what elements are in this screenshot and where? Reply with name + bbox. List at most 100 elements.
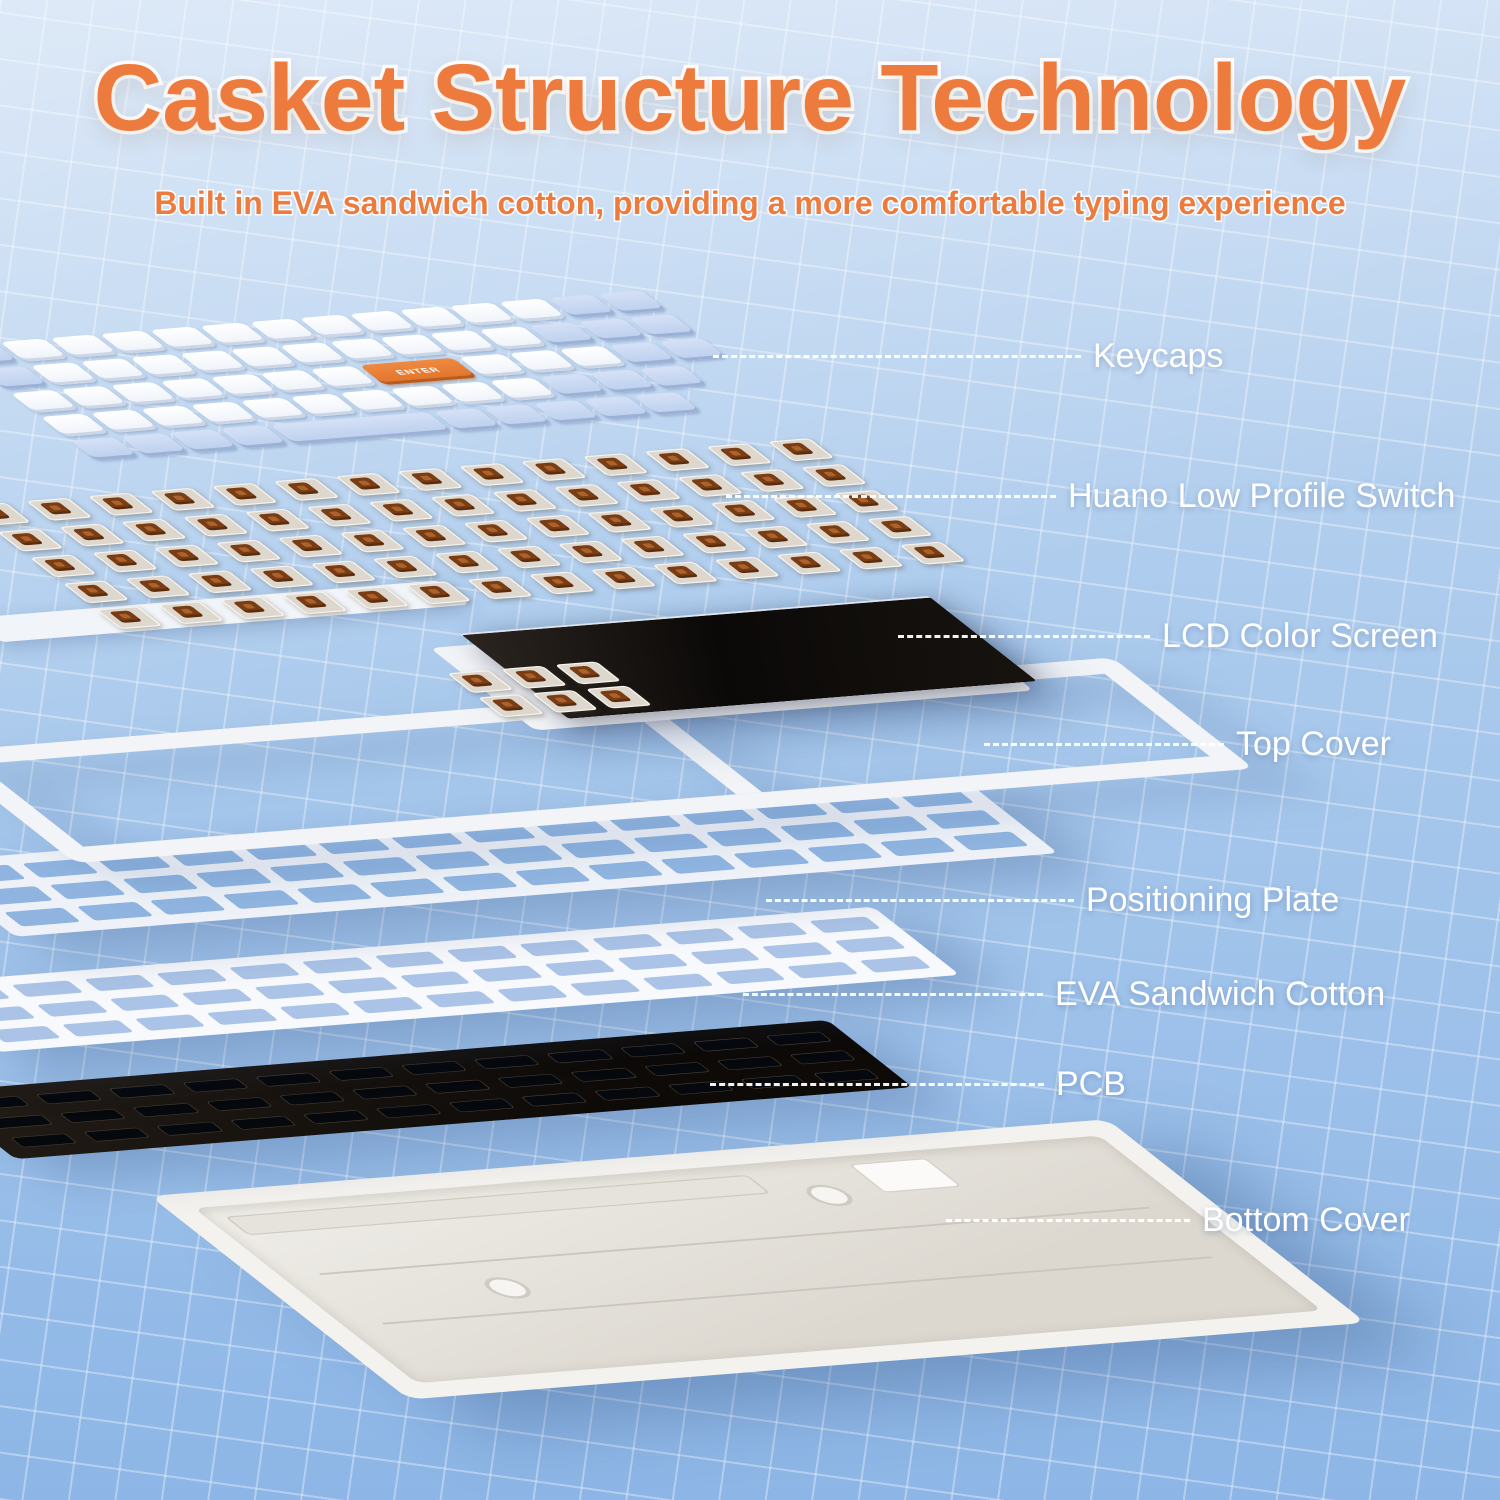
eva-hole	[108, 994, 181, 1012]
plate-hole	[122, 874, 200, 894]
mechanical-switch	[742, 525, 810, 549]
mechanical-switch	[713, 556, 781, 580]
mechanical-switch	[91, 549, 159, 573]
plate-hole	[195, 868, 273, 888]
pcb-hole	[692, 1037, 760, 1052]
plate-hole	[778, 821, 856, 841]
eva-hole	[373, 951, 446, 968]
mechanical-switch	[248, 565, 316, 589]
mechanical-switch	[153, 544, 221, 568]
eva-hole	[834, 936, 907, 953]
pcb-hole	[447, 1098, 516, 1113]
plate-hole	[368, 878, 446, 898]
eva-hole	[351, 996, 424, 1014]
callout-bottom-cover-label: Bottom Cover	[1202, 1200, 1410, 1239]
leader-line	[946, 1218, 1190, 1222]
eva-hole	[0, 1025, 61, 1043]
mechanical-switch	[157, 601, 225, 625]
plate-hole	[486, 845, 565, 865]
mechanical-switch	[491, 488, 559, 512]
plate-hole	[3, 907, 81, 927]
pcb-hole	[546, 1049, 614, 1064]
mechanical-switch	[433, 550, 501, 574]
eva-hole	[156, 968, 229, 986]
pcb-hole	[764, 1031, 833, 1046]
callout-keycaps-label: Keycaps	[1093, 336, 1224, 375]
eva-hole	[689, 947, 762, 965]
callout-eva: EVA Sandwich Cotton	[743, 972, 1385, 1016]
plate-hole	[149, 895, 227, 915]
eva-hole	[569, 979, 642, 996]
pcb-hole	[473, 1054, 541, 1070]
mechanical-switch	[524, 514, 592, 538]
plate-hole	[587, 860, 665, 880]
mechanical-switch	[446, 669, 514, 694]
mechanical-switch	[429, 493, 497, 517]
mechanical-switch	[531, 689, 599, 713]
eva-hole	[736, 922, 809, 939]
eva-hole	[0, 986, 11, 1003]
eva-hole	[496, 985, 569, 1002]
pcb-hole	[351, 1085, 419, 1100]
mechanical-switch	[837, 546, 905, 570]
mechanical-switch	[582, 453, 650, 477]
pcb-hole	[205, 1097, 273, 1112]
eva-hole	[253, 982, 326, 1000]
pcb-hole	[496, 1073, 565, 1088]
top-cover-divider	[631, 709, 763, 795]
mechanical-switch	[396, 467, 464, 492]
mechanical-switch	[25, 497, 93, 521]
leader-line	[743, 992, 1043, 996]
mechanical-switch	[804, 520, 872, 544]
mechanical-switch	[215, 539, 283, 563]
mechanical-switch	[120, 518, 188, 542]
plate-hole	[49, 880, 127, 900]
eva-hole	[61, 1020, 134, 1037]
mechanical-switch	[149, 487, 217, 511]
eva-hole	[518, 939, 591, 957]
eva-hole	[859, 956, 932, 973]
callout-positioning-plate: Positioning Plate	[766, 878, 1339, 922]
bottom-cover-layer	[150, 1119, 1367, 1400]
pcb-hole	[35, 1090, 104, 1105]
plate-hole	[514, 866, 592, 886]
leader-line	[713, 354, 1081, 358]
plate-hole	[805, 843, 884, 863]
eva-hole	[326, 976, 399, 994]
eva-hole	[616, 953, 689, 971]
leader-line	[726, 494, 1056, 498]
callout-pcb-label: PCB	[1056, 1064, 1126, 1103]
pcb-hole	[593, 1086, 662, 1101]
eva-hole	[83, 974, 156, 992]
eva-hole	[446, 945, 519, 963]
pcb-hole	[424, 1079, 492, 1094]
mechanical-switch	[87, 492, 155, 516]
plate-hole	[851, 815, 929, 835]
pcb-hole	[642, 1061, 711, 1077]
mechanical-switch	[404, 581, 472, 605]
page-subtitle: Built in EVA sandwich cotton, providing …	[153, 184, 1347, 223]
switch-layer	[0, 438, 974, 630]
mechanical-switch	[466, 576, 534, 600]
pcb-hole	[108, 1084, 177, 1099]
mechanical-switch	[211, 482, 279, 506]
mechanical-switch	[0, 528, 64, 552]
mechanical-switch	[62, 580, 130, 604]
eva-hole	[663, 928, 736, 945]
plate-hole	[924, 810, 1002, 830]
mechanical-switch	[219, 596, 287, 620]
mechanical-switch	[371, 555, 439, 579]
switch-grid	[0, 438, 974, 630]
plate-hole	[632, 833, 710, 853]
leader-line	[898, 634, 1150, 638]
callout-positioning-plate-label: Positioning Plate	[1086, 880, 1340, 919]
mechanical-switch	[528, 571, 596, 595]
pcb-hole	[374, 1104, 443, 1119]
mechanical-switch	[866, 515, 934, 539]
plate-hole	[268, 862, 346, 882]
plate-hole	[0, 886, 54, 906]
pcb-hole	[132, 1102, 200, 1118]
pcb-hole	[0, 1114, 54, 1129]
mechanical-switch	[705, 443, 773, 467]
